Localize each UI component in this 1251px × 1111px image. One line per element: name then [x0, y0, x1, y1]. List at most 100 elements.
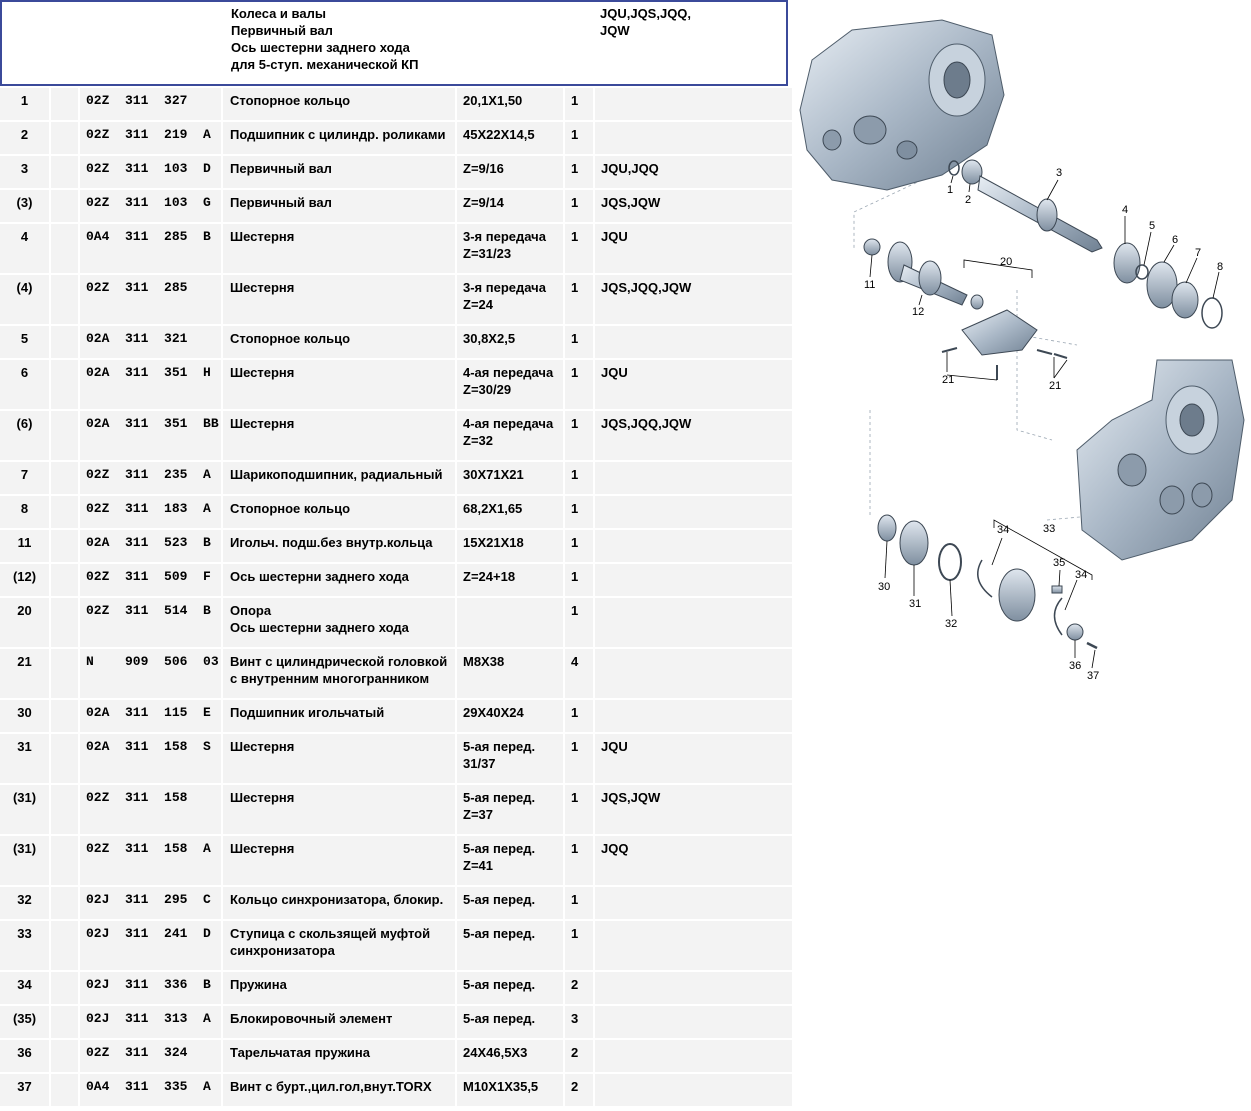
row-spec: Z=9/16	[457, 156, 563, 188]
row-part-number: 02A 311 351 H	[80, 360, 221, 409]
row-position: 11	[0, 530, 49, 562]
callout-36: 36	[1069, 660, 1081, 672]
row-spec: 5-ая перед.	[457, 1006, 563, 1038]
row-quantity: 4	[565, 649, 593, 698]
row-part-number: 02Z 311 285	[80, 275, 221, 324]
row-part-number: 02J 311 313 A	[80, 1006, 221, 1038]
row-blank	[51, 598, 78, 647]
row-codes	[595, 921, 792, 970]
row-position: 5	[0, 326, 49, 358]
row-codes: JQS,JQQ,JQW	[595, 275, 792, 324]
row-spec: 30X71X21	[457, 462, 563, 494]
leader-lines	[869, 175, 1220, 669]
row-description: Пружина	[223, 972, 455, 1004]
row-part-number: 02Z 311 158	[80, 785, 221, 834]
row-codes	[595, 1074, 792, 1106]
row-description: Тарельчатая пружина	[223, 1040, 455, 1072]
row-blank	[51, 1074, 78, 1106]
callout-7: 7	[1195, 247, 1201, 259]
row-quantity: 1	[565, 122, 593, 154]
row-spec: 5-ая перед.	[457, 921, 563, 970]
row-position: 6	[0, 360, 49, 409]
row-part-number: 02Z 311 514 B	[80, 598, 221, 647]
row-description: Опора Ось шестерни заднего хода	[223, 598, 455, 647]
row-description: Винт с бурт.,цил.гол,внут.TORX	[223, 1074, 455, 1106]
row-quantity: 1	[565, 836, 593, 885]
row-description: Ступица с скользящей муфтой синхронизато…	[223, 921, 455, 970]
row-position: 30	[0, 700, 49, 732]
row-blank	[51, 360, 78, 409]
callout-35: 35	[1053, 557, 1065, 569]
row-blank	[51, 275, 78, 324]
row-description: Шестерня	[223, 224, 455, 273]
row-spec: 68,2X1,65	[457, 496, 563, 528]
row-position: (35)	[0, 1006, 49, 1038]
row-quantity: 1	[565, 734, 593, 783]
row-spec: 5-ая перед. 31/37	[457, 734, 563, 783]
row-position: 21	[0, 649, 49, 698]
row-position: 32	[0, 887, 49, 919]
row-quantity: 1	[565, 275, 593, 324]
row-part-number: 0A4 311 285 B	[80, 224, 221, 273]
row-quantity: 1	[565, 88, 593, 120]
row-part-number: 02Z 311 509 F	[80, 564, 221, 596]
row-quantity: 2	[565, 1074, 593, 1106]
row-quantity: 1	[565, 326, 593, 358]
row-description: Кольцо синхронизатора, блокир.	[223, 887, 455, 919]
callout-1: 1	[947, 184, 953, 196]
callout-37: 37	[1087, 670, 1099, 682]
callout-6: 6	[1172, 234, 1178, 246]
row-codes	[595, 496, 792, 528]
row-quantity: 1	[565, 462, 593, 494]
row-description: Подшипник игольчатый	[223, 700, 455, 732]
row-description: Игольч. подш.без внутр.кольца	[223, 530, 455, 562]
callout-5: 5	[1149, 220, 1155, 232]
row-spec: 29X40X24	[457, 700, 563, 732]
row-codes	[595, 122, 792, 154]
row-codes: JQS,JQW	[595, 190, 792, 222]
row-part-number: 02Z 311 219 A	[80, 122, 221, 154]
row-spec: 5-ая перед.	[457, 887, 563, 919]
callout-30: 30	[878, 581, 890, 593]
group-title: Колеса и валы Первичный вал Ось шестерни…	[231, 6, 419, 72]
row-part-number: 02J 311 295 C	[80, 887, 221, 919]
callout-21-right: 21	[1049, 380, 1061, 392]
row-position: 31	[0, 734, 49, 783]
row-spec: 4-ая передача Z=30/29	[457, 360, 563, 409]
row-blank	[51, 836, 78, 885]
row-codes: JQU	[595, 734, 792, 783]
callout-labels: 1 2 3 4 5 6 7 8 11 12 20 21 21 30 31 32 …	[864, 167, 1223, 682]
row-codes: JQU	[595, 360, 792, 409]
row-codes	[595, 649, 792, 698]
row-codes: JQS,JQQ,JQW	[595, 411, 792, 460]
row-blank	[51, 190, 78, 222]
row-description: Шестерня	[223, 785, 455, 834]
row-codes	[595, 1006, 792, 1038]
row-spec: 3-я передача Z=31/23	[457, 224, 563, 273]
row-quantity: 2	[565, 972, 593, 1004]
row-description: Стопорное кольцо	[223, 88, 455, 120]
row-blank	[51, 1006, 78, 1038]
row-part-number: 02Z 311 183 A	[80, 496, 221, 528]
row-spec: 5-ая перед.	[457, 972, 563, 1004]
row-quantity: 1	[565, 190, 593, 222]
row-position: 33	[0, 921, 49, 970]
row-description: Винт с цилиндрической головкой с внутрен…	[223, 649, 455, 698]
row-part-number: 02Z 311 103 D	[80, 156, 221, 188]
callout-31: 31	[909, 598, 921, 610]
callout-12: 12	[912, 306, 924, 318]
row-description: Шарикоподшипник, радиальный	[223, 462, 455, 494]
row-blank	[51, 972, 78, 1004]
row-codes	[595, 1040, 792, 1072]
row-description: Первичный вал	[223, 156, 455, 188]
row-spec: Z=24+18	[457, 564, 563, 596]
